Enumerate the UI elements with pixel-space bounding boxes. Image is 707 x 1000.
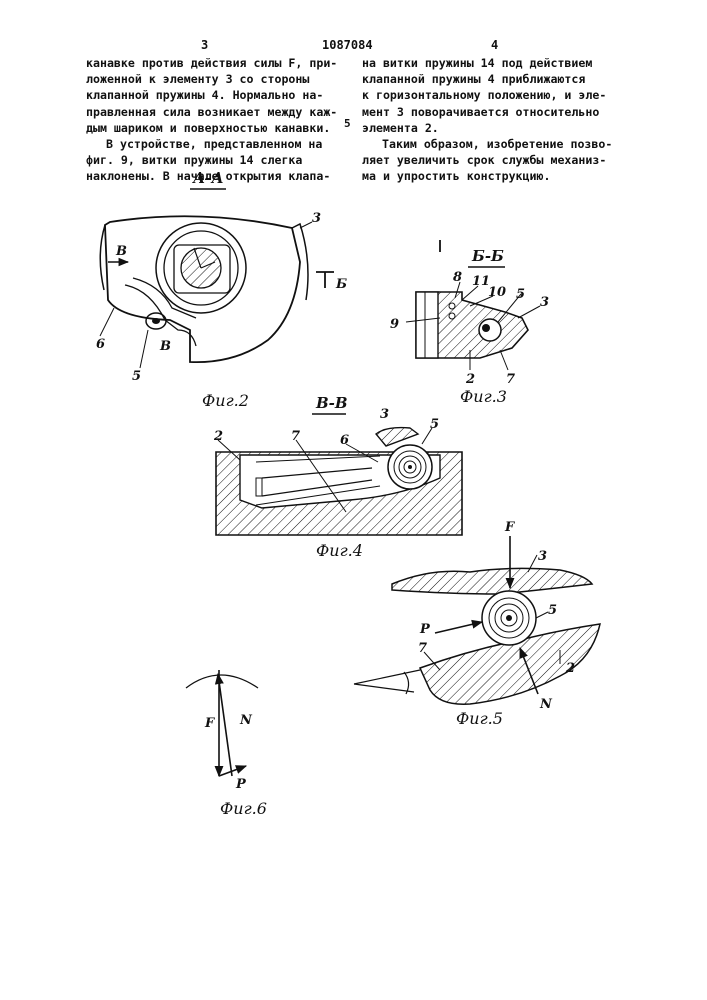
fig5-label: 7 (418, 641, 427, 656)
fig6-caption: Фиг.6 (220, 799, 267, 818)
fig3-section-label: Б-Б (471, 247, 504, 265)
fig5-label: P (419, 622, 431, 637)
fig2-caption: Фиг.2 (202, 391, 249, 410)
fig3-label: 8 (453, 270, 462, 285)
fig2-label: В (159, 339, 171, 354)
figure-4: В-В 3 2 7 6 5 Фиг.4 (213, 394, 462, 560)
fig3-label: 2 (465, 372, 475, 387)
fig4-label: 6 (340, 433, 349, 448)
fig4-caption: Фиг.4 (316, 541, 363, 560)
fig4-label: 2 (213, 429, 223, 444)
fig4-section-label: В-В (315, 394, 348, 412)
fig3-label: 7 (506, 372, 515, 387)
fig6-label: P (235, 777, 247, 792)
fig4-label: 3 (380, 407, 389, 422)
fig5-label: N (539, 697, 553, 712)
figure-6: F N P Фиг.6 (186, 670, 267, 818)
fig5-label: F (504, 520, 515, 535)
figure-5: F 3 P 5 7 2 N Фиг.5 (354, 520, 600, 728)
fig3-label: 3 (540, 295, 549, 310)
figure-2: А-А 3 В Б 6 В 5 Фиг.2 (96, 169, 347, 410)
fig2-section-label: А-А (192, 169, 224, 187)
fig5-label: 2 (565, 661, 575, 676)
fig3-caption: Фиг.3 (460, 387, 507, 406)
fig2-label: 3 (312, 211, 321, 226)
fig2-label: Б (335, 277, 347, 292)
fig4-label: 7 (291, 429, 300, 444)
fig5-label: 5 (548, 603, 557, 618)
fig4-label: 5 (430, 417, 439, 432)
fig3-label: 5 (516, 287, 525, 302)
fig5-caption: Фиг.5 (456, 709, 503, 728)
fig6-label: F (204, 716, 215, 731)
fig6-label: N (239, 713, 253, 728)
figure-3: Б-Б 8 11 10 5 3 9 2 7 Фиг.3 (390, 240, 549, 406)
fig2-label: 5 (132, 369, 141, 384)
fig2-label: 6 (96, 337, 105, 352)
fig3-label: 9 (390, 317, 399, 332)
fig5-label: 3 (538, 549, 547, 564)
fig3-label: 10 (488, 285, 506, 300)
fig2-label: В (115, 244, 127, 259)
